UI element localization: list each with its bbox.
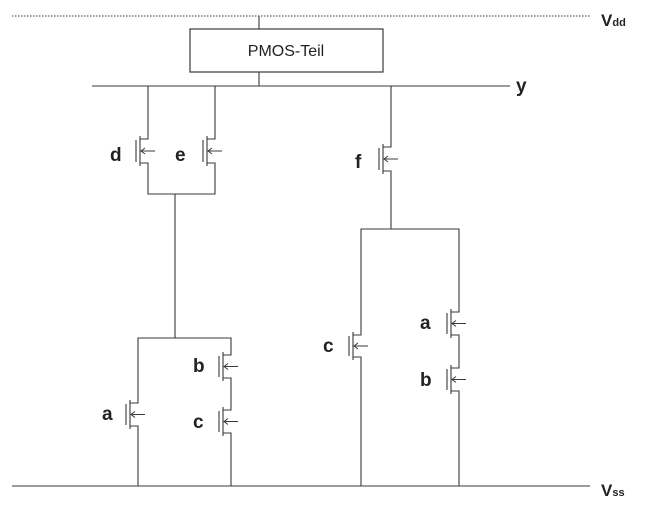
output-label-y: y [516, 76, 527, 97]
transistor-label-c-left: c [193, 412, 204, 433]
transistor-label-c-right: c [323, 336, 334, 357]
wire-de-join [147, 168, 216, 195]
transistor-layer [125, 134, 466, 438]
transistor-label-d: d [110, 145, 122, 166]
pmos-block [189, 28, 384, 73]
transistor-f [378, 142, 398, 176]
transistor-c-right [348, 330, 368, 362]
transistor-b-right [446, 363, 466, 396]
pmos-block-label: PMOS-Teil [248, 43, 324, 60]
transistor-a-right [446, 307, 466, 340]
vss-label: Vss [601, 481, 625, 500]
transistor-b-left [218, 350, 238, 383]
transistor-c-left [218, 405, 238, 438]
wire-right-split [360, 228, 460, 330]
transistor-label-a-left: a [102, 404, 113, 425]
wire-lower-left-split [137, 337, 232, 398]
transistor-label-e: e [175, 145, 186, 166]
transistor-a-left [125, 398, 145, 431]
transistor-label-b-left: b [193, 356, 205, 377]
vdd-label: Vdd [601, 11, 626, 30]
transistor-label-f: f [355, 152, 362, 173]
transistor-label-b-right: b [420, 370, 432, 391]
transistor-label-a-right: a [420, 313, 431, 334]
transistor-d [135, 134, 155, 168]
transistor-e [202, 134, 222, 168]
